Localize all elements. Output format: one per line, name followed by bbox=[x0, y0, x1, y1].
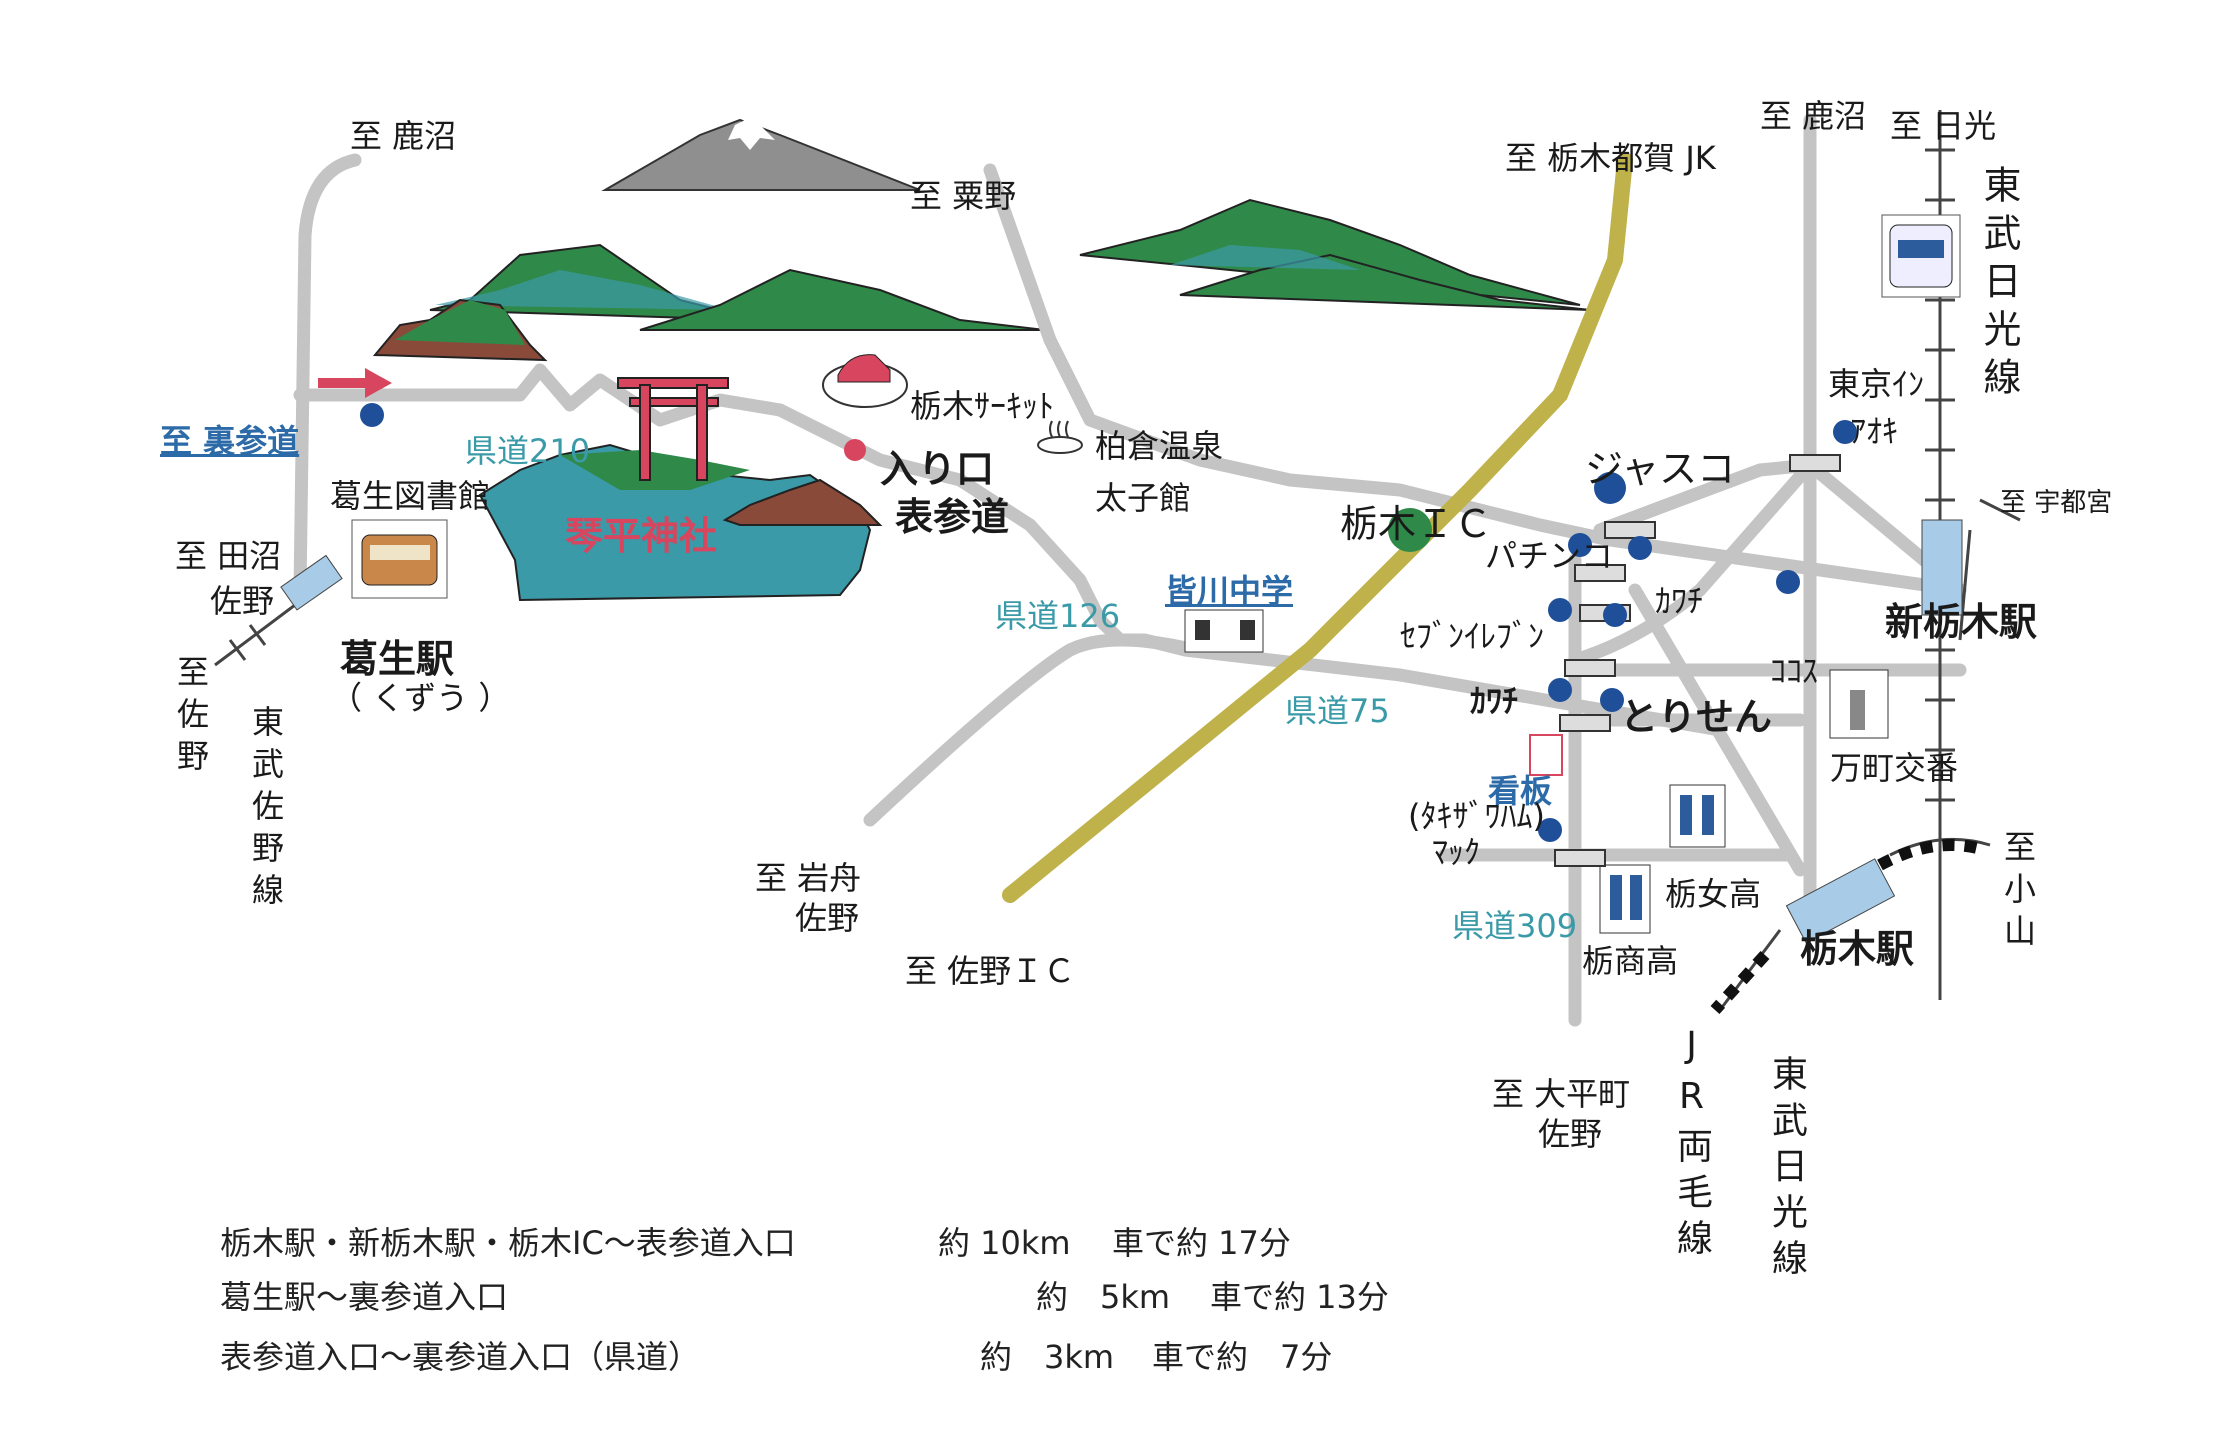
to-kanuma-left-label: 至 鹿沼 bbox=[350, 117, 457, 155]
rail-ties bbox=[228, 148, 1955, 802]
kuzu-station-label: 葛生駅 bbox=[340, 637, 455, 681]
tochigi-ic-label: 栃木ＩＣ bbox=[1340, 502, 1493, 546]
kendo126-label: 県道126 bbox=[995, 597, 1121, 635]
to-ohiramachi-sano-label: 佐野 bbox=[1538, 1115, 1603, 1153]
school-icon-tochisho bbox=[1599, 864, 1651, 934]
school-icon-tochijo bbox=[1669, 784, 1726, 848]
omotesando-label: 表参道 bbox=[895, 495, 1010, 539]
iriguchi-label: 入り口 bbox=[880, 447, 995, 491]
kendo75-label: 県道75 bbox=[1285, 692, 1390, 730]
to-sano-ic-label: 至 佐野ＩＣ bbox=[905, 952, 1076, 990]
shin-tochigi-station-platform bbox=[1921, 519, 1963, 616]
to-utsunomiya-label: 至 宇都宮 bbox=[2000, 488, 2113, 518]
kuzu-reading-label: （ くずう ） bbox=[330, 679, 511, 717]
mountain-range bbox=[372, 118, 1591, 602]
note-route: 葛生駅～裏参道入口 bbox=[220, 1278, 509, 1316]
to-sano-vertical-label: 至佐野 bbox=[172, 655, 210, 781]
kuzu-station-platform bbox=[280, 554, 343, 611]
to-urasando-label: 至 裏参道 bbox=[160, 422, 300, 460]
tochigi-circuit-label: 栃木ｻｰｷｯﾄ bbox=[910, 387, 1055, 425]
note-route: 表参道入口～裏参道入口（県道） bbox=[220, 1338, 701, 1376]
omotesando-pin bbox=[844, 439, 866, 461]
torisen-label: とりせん bbox=[1620, 695, 1773, 739]
to-iwafune-label: 至 岩舟 bbox=[755, 859, 862, 897]
expressway bbox=[1002, 152, 1633, 903]
onsen-icon bbox=[1037, 420, 1083, 454]
arrow-icon bbox=[318, 368, 392, 398]
kotohira-shrine-label: 琴平神社 bbox=[565, 514, 718, 558]
jasco-label: ジャスコ bbox=[1585, 447, 1736, 491]
to-oyama-label: 至小山 bbox=[1999, 830, 2037, 956]
kuzu-library-label: 葛生図書館 bbox=[330, 477, 491, 515]
kawachi2-label: ｶﾜﾁ bbox=[1470, 682, 1519, 720]
toyoko-inn-label: 東京ｲﾝ bbox=[1828, 365, 1925, 403]
tochigi-ic-marker bbox=[1388, 508, 1432, 552]
cocos-label: ｺｺｽ bbox=[1770, 652, 1819, 690]
tobu-nikko-line-bottom-label: 東武日光線 bbox=[1766, 1055, 1807, 1285]
note-time: 車で約 7分 bbox=[1152, 1338, 1333, 1376]
kanban-marker bbox=[1529, 734, 1563, 776]
tochijo-high-label: 栃女高 bbox=[1665, 875, 1762, 913]
jr-ryomo-line-label: JR両毛線 bbox=[1671, 1025, 1712, 1265]
manmachi-koban-label: 万町交番 bbox=[1830, 749, 1959, 787]
tochisho-high-label: 栃商高 bbox=[1582, 942, 1679, 980]
note-time: 車で約 17分 bbox=[1112, 1224, 1291, 1262]
to-tanuma-label: 至 田沼 bbox=[175, 537, 282, 575]
police-box-icon bbox=[1829, 669, 1889, 739]
seven-eleven-label: ｾﾌﾞﾝｲﾚﾌﾞﾝ bbox=[1400, 617, 1545, 655]
note-distance: 約 10km bbox=[938, 1224, 1071, 1262]
kawachi1-label: ｶﾜﾁ bbox=[1655, 582, 1704, 620]
to-kanuma-right-label: 至 鹿沼 bbox=[1760, 97, 1867, 135]
shin-tochigi-station-label: 新栃木駅 bbox=[1885, 600, 2038, 644]
pin-icon bbox=[360, 403, 1857, 842]
to-nikko-label: 至 日光 bbox=[1890, 107, 1997, 145]
note-route: 栃木駅・新栃木駅・栃木IC～表参道入口 bbox=[220, 1224, 796, 1262]
note-distance: 約 3km bbox=[980, 1338, 1115, 1376]
to-iwafune-sano-label: 佐野 bbox=[795, 899, 860, 937]
kendo210-label: 県道210 bbox=[465, 432, 591, 470]
pachinko-label: パチンコ bbox=[1485, 537, 1614, 575]
aoki-label: ｱｵｷ bbox=[1850, 412, 1899, 450]
torii-icon bbox=[617, 377, 729, 481]
school-icon bbox=[1184, 609, 1264, 653]
to-tanuma-sano-label: 佐野 bbox=[210, 582, 275, 620]
to-tochigitsuga-jct-label: 至 栃木都賀 JK bbox=[1505, 139, 1716, 177]
black-white-rail bbox=[1877, 839, 1987, 871]
kashiwakura-onsen-label: 柏倉温泉 bbox=[1095, 427, 1224, 465]
kendo309-label: 県道309 bbox=[1452, 907, 1578, 945]
school-label: 皆川中学 bbox=[1165, 572, 1294, 610]
note-distance: 約 5km bbox=[1036, 1278, 1171, 1316]
kanban-label: 看板 bbox=[1488, 772, 1553, 810]
car-icon bbox=[822, 354, 908, 408]
to-ohiramachi-label: 至 大平町 bbox=[1492, 1075, 1631, 1113]
tochigi-station-label: 栃木駅 bbox=[1800, 927, 1915, 971]
tochigi-station-platform bbox=[1785, 858, 1896, 944]
to-awano-label: 至 粟野 bbox=[910, 177, 1017, 215]
junction-rail bbox=[1958, 529, 1972, 641]
note-time: 車で約 13分 bbox=[1210, 1278, 1389, 1316]
tobu-nikko-line-top-label: 東武日光線 bbox=[1977, 165, 2021, 405]
tobu-sano-line-label: 東武佐野線 bbox=[247, 705, 285, 915]
mac-label: ﾏｯｸ bbox=[1432, 833, 1481, 871]
train-icon-nikko bbox=[1881, 214, 1961, 298]
takizawa-ham-label: (ﾀｷｻﾞﾜﾊﾑ) bbox=[1408, 797, 1545, 835]
train-icon bbox=[351, 519, 448, 599]
taishikan-label: 太子館 bbox=[1095, 479, 1192, 517]
